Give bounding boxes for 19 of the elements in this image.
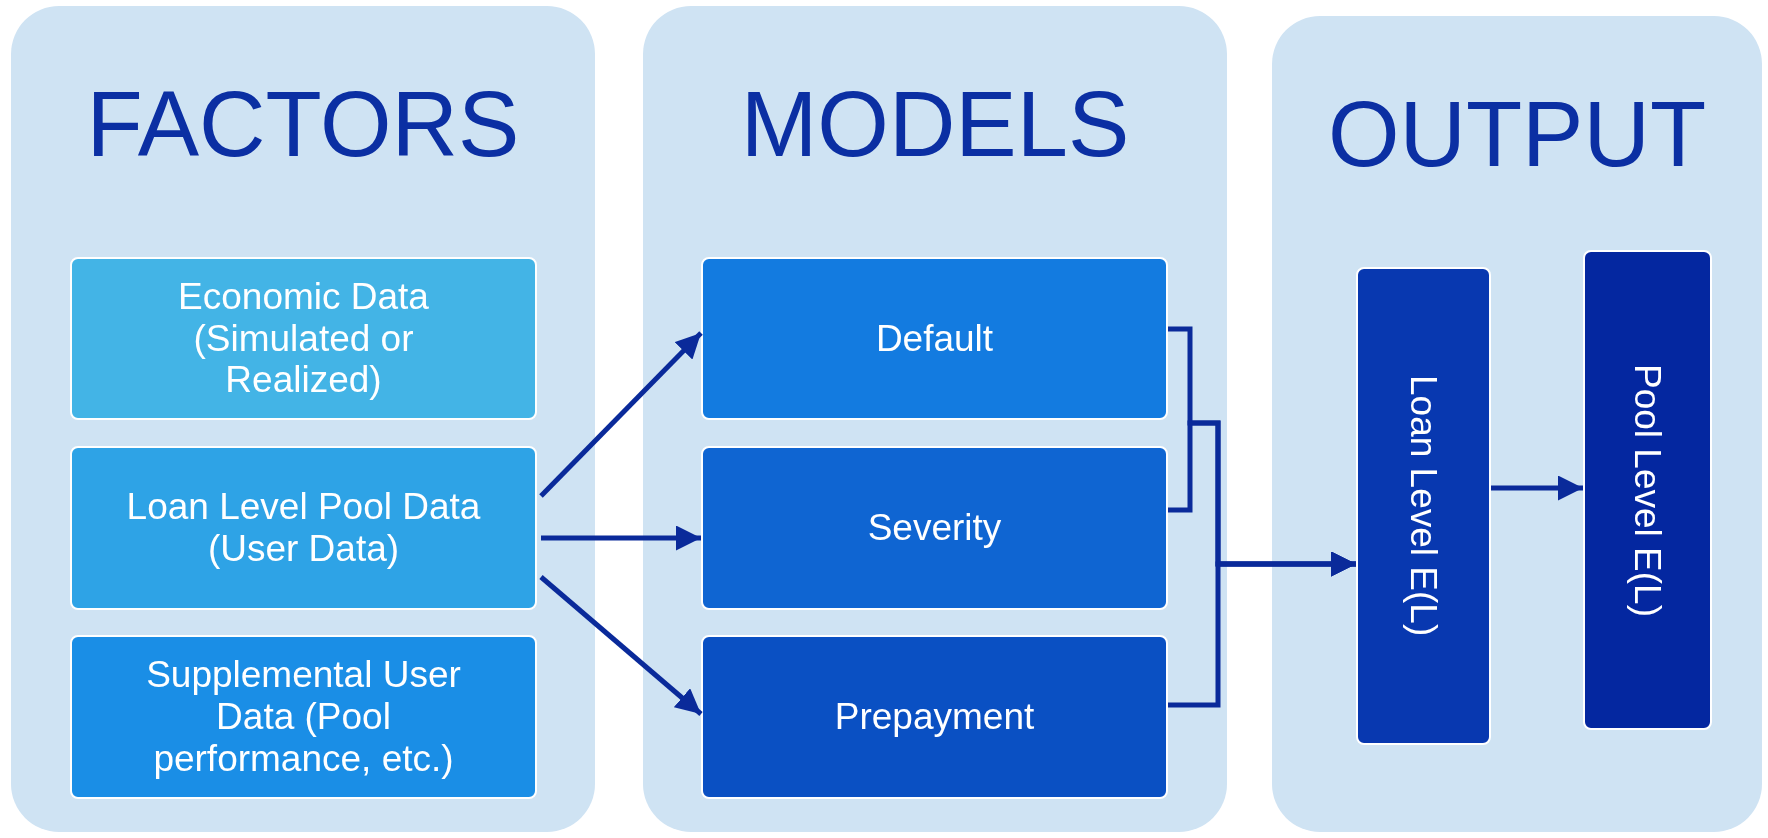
column-panel	[1272, 16, 1762, 832]
column-panel	[643, 6, 1227, 832]
process-box: Supplemental User Data (Pool performance, etc.)	[70, 635, 537, 799]
arrow	[1168, 551, 1356, 708]
process-box: Loan Level Pool Data (User Data)	[70, 446, 537, 610]
process-box: Economic Data (Simulated or Realized)	[70, 257, 537, 420]
column-heading: MODELS	[739, 78, 1131, 170]
column-heading: OUTPUT	[1326, 88, 1708, 180]
column-heading: FACTORS	[85, 78, 521, 170]
arrow	[541, 525, 701, 551]
process-box: Prepayment	[701, 635, 1168, 799]
arrow	[1491, 475, 1583, 501]
column-panel	[11, 6, 595, 832]
output-box: Loan Level E(L)	[1356, 267, 1491, 745]
output-box: Pool Level E(L)	[1583, 250, 1712, 730]
arrow	[539, 331, 703, 498]
process-box: Default	[701, 257, 1168, 420]
process-box: Severity	[701, 446, 1168, 610]
arrow	[539, 575, 703, 716]
